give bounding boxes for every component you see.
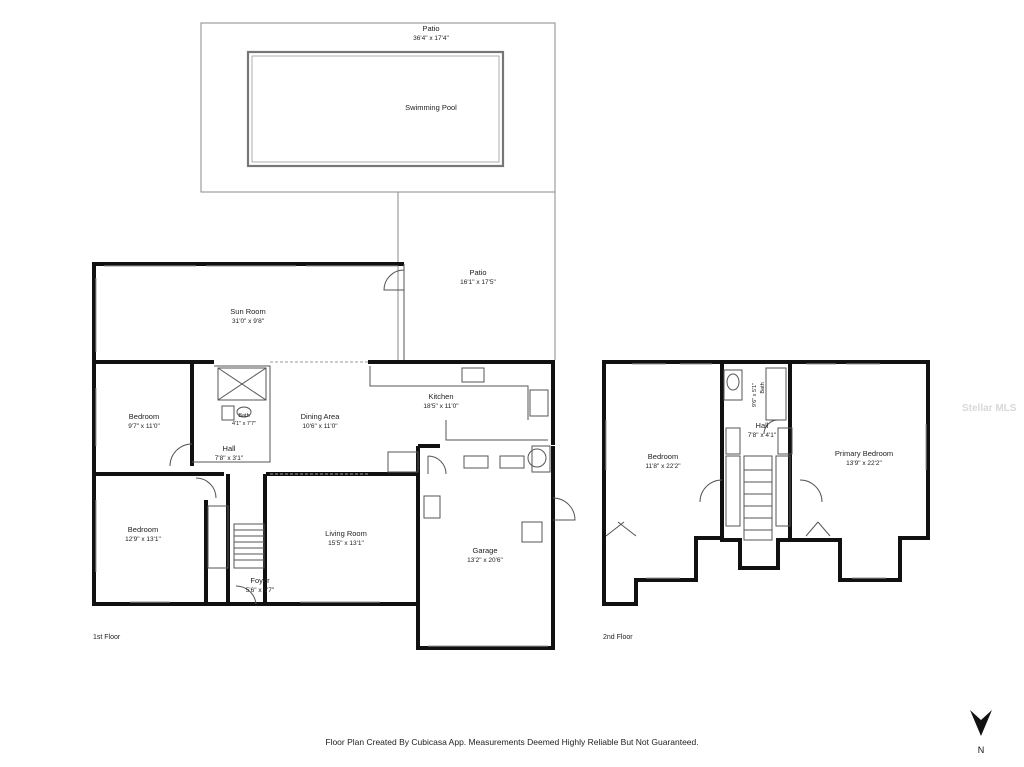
second-floor-walls — [602, 360, 930, 606]
first-floor-windows — [95, 265, 548, 647]
second-floor-windows — [605, 363, 927, 579]
bedroom-up-dims: 11'8" x 22'2" — [645, 463, 681, 470]
bedroom-2-name: Bedroom — [128, 525, 158, 534]
north-arrow-icon: N — [968, 710, 994, 758]
patio-right-name: Patio — [469, 268, 486, 277]
bath-up-name: Bath — [760, 382, 766, 393]
first-floor-label: 1st Floor — [93, 634, 121, 641]
living-dims: 15'5" x 13'1" — [328, 540, 364, 547]
sun-room-dims: 31'0" x 9'8" — [232, 318, 265, 325]
garage-name: Garage — [472, 546, 497, 555]
bedroom-1-dims: 9'7" x 11'0" — [128, 423, 160, 430]
kitchen-name: Kitchen — [428, 392, 453, 401]
hall-1-dims: 7'8" x 3'1" — [215, 455, 244, 462]
bedroom-1-name: Bedroom — [129, 412, 159, 421]
dining-name: Dining Area — [301, 412, 341, 421]
bedroom-2-dims: 12'9" x 13'1" — [125, 536, 161, 543]
kitchen-dims: 18'5" x 11'0" — [423, 403, 459, 410]
bath-1-dims: 4'1" x 7'7" — [232, 421, 256, 427]
hall-up-name: Hall — [756, 421, 769, 430]
dining-dims: 10'6" x 11'0" — [302, 423, 338, 430]
primary-name: Primary Bedroom — [835, 449, 893, 458]
patio-top-name: Patio — [422, 24, 439, 33]
swimming-pool — [246, 50, 505, 168]
living-name: Living Room — [325, 529, 367, 538]
garage-dims: 13'2" x 20'6" — [467, 557, 503, 564]
second-floor-label: 2nd Floor — [603, 634, 633, 641]
primary-dims: 13'9" x 22'2" — [846, 460, 882, 467]
bedroom-up-name: Bedroom — [648, 452, 678, 461]
bath-1-name: Bath — [238, 413, 249, 419]
foyer-dims: 5'6" x 5'7" — [246, 587, 275, 594]
patio-top-dims: 36'4" x 17'4" — [413, 35, 449, 42]
patio-right-dims: 16'1" x 17'5" — [460, 279, 496, 286]
pool-name: Swimming Pool — [405, 103, 457, 112]
disclaimer-footer: Floor Plan Created By Cubicasa App. Meas… — [325, 737, 699, 747]
sun-room-name: Sun Room — [230, 307, 265, 316]
first-floor-details — [169, 264, 576, 605]
bath-up-dims: 9'6" x 5'1" — [752, 383, 758, 407]
hall-1-name: Hall — [223, 444, 236, 453]
foyer-name: Foyer — [250, 576, 270, 585]
second-floor-details — [605, 367, 831, 541]
outdoor-area — [200, 22, 556, 360]
north-label: N — [978, 745, 985, 755]
watermark: Stellar MLS — [962, 403, 1017, 414]
hall-up-dims: 7'8" x 4'1" — [748, 432, 777, 439]
